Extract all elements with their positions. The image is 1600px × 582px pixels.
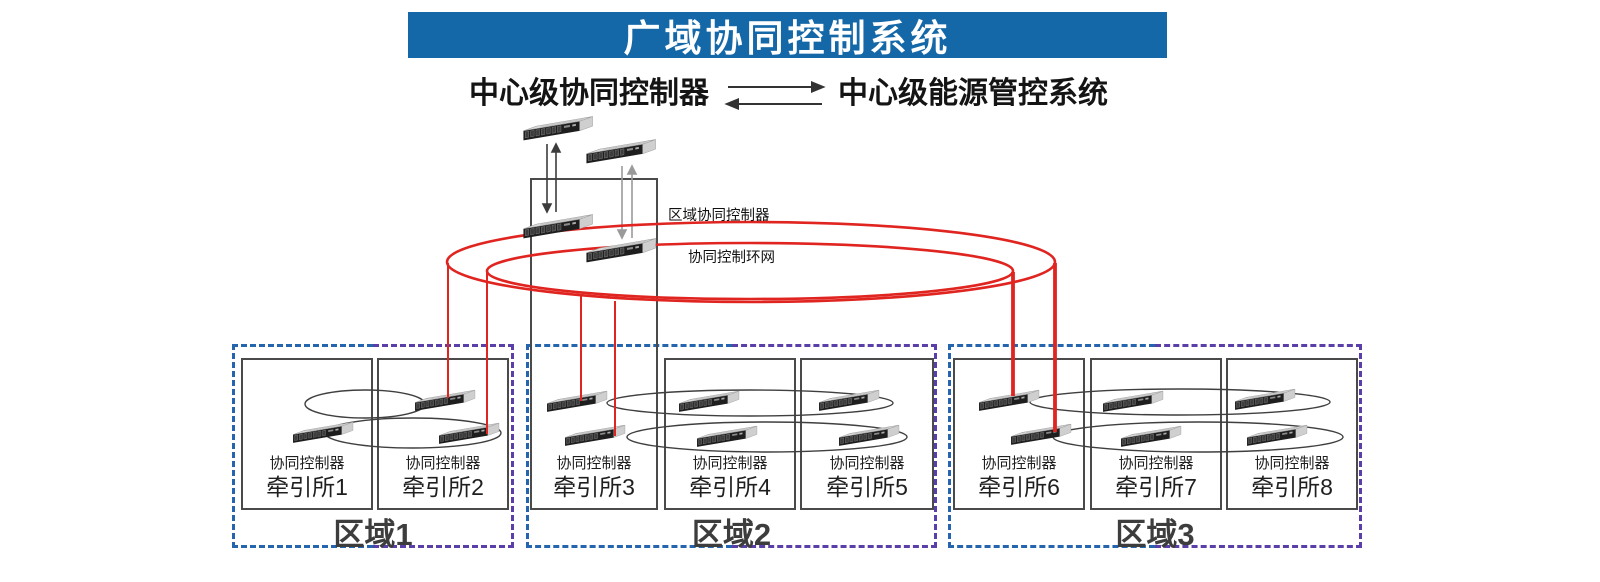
substation-4-server-b	[696, 425, 758, 448]
central-controller-label: 中心级协同控制器	[469, 77, 709, 110]
central-energy-system-label: 中心级能源管控系统	[838, 77, 1108, 110]
substation-5-role: 协同控制器	[829, 454, 905, 472]
substation-8-name: 牵引所8	[1251, 474, 1333, 501]
substation-box-6: 协同控制器 牵引所6	[953, 358, 1085, 510]
region-2-label: 区域2	[691, 517, 772, 552]
title-banner: 广域协同控制系统	[408, 12, 1167, 59]
substation-box-2: 协同控制器 牵引所2	[377, 358, 509, 510]
substation-8-role: 协同控制器	[1254, 454, 1330, 472]
substation-2-role: 协同控制器	[405, 454, 481, 472]
region-1-label: 区域1	[333, 517, 413, 552]
substation-5-server-b	[838, 424, 900, 447]
region-2-frame	[526, 344, 937, 548]
substation-1-name: 牵引所1	[266, 474, 348, 501]
substation-4-role: 协同控制器	[692, 454, 768, 472]
substation-8-server-a	[1234, 388, 1296, 411]
substation-6-role: 协同控制器	[981, 454, 1057, 472]
central-controller-server-1	[523, 116, 593, 141]
substation-4-server-a	[678, 390, 740, 413]
substation-4-name: 牵引所4	[689, 474, 771, 501]
region-2-dash-purple	[731, 344, 937, 548]
substation-3-server-b	[564, 424, 626, 447]
substation-box-8: 协同控制器 牵引所8	[1226, 358, 1358, 510]
substation-6-server-a	[978, 389, 1040, 412]
substation-2-server-a	[414, 389, 476, 412]
substation-3-name: 牵引所3	[553, 474, 635, 501]
regional-controller-annotation: 区域协同控制器	[668, 208, 770, 224]
substation-box-3: 协同控制器 牵引所3	[530, 178, 658, 510]
region-1-dash-blue	[232, 344, 373, 548]
region-3-dash-blue	[948, 344, 1155, 548]
regional-controller-server-2	[586, 238, 656, 263]
region-3-label: 区域3	[1115, 517, 1195, 552]
substation-7-server-b	[1120, 425, 1182, 448]
substation-2-server-b	[438, 422, 500, 445]
substation-3-role: 协同控制器	[556, 454, 632, 472]
region-1-frame	[232, 344, 514, 548]
substation-8-server-b	[1246, 424, 1308, 447]
substation-2-name: 牵引所2	[402, 474, 484, 501]
substation-6-name: 牵引所6	[978, 474, 1060, 501]
substation-7-name: 牵引所7	[1115, 474, 1197, 501]
regional-controller-server-1	[523, 214, 593, 239]
substation-3-server-a	[546, 390, 608, 413]
region-1-dash-purple	[373, 344, 514, 548]
ring-annotation: 协同控制环网	[688, 250, 775, 266]
central-controller-server-2	[586, 139, 656, 164]
substation-7-server-a	[1102, 390, 1164, 413]
region-2-dash-blue	[526, 344, 732, 548]
substation-1-role: 协同控制器	[269, 454, 345, 472]
substation-6-server-b	[1010, 423, 1072, 446]
region-3-dash-purple	[1155, 344, 1362, 548]
substation-5-server-a	[818, 389, 880, 412]
substation-7-role: 协同控制器	[1118, 454, 1194, 472]
title-text: 广域协同控制系统	[623, 18, 952, 59]
region-3-frame	[948, 344, 1362, 548]
substation-5-name: 牵引所5	[826, 474, 908, 501]
substation-1-server	[292, 421, 354, 444]
